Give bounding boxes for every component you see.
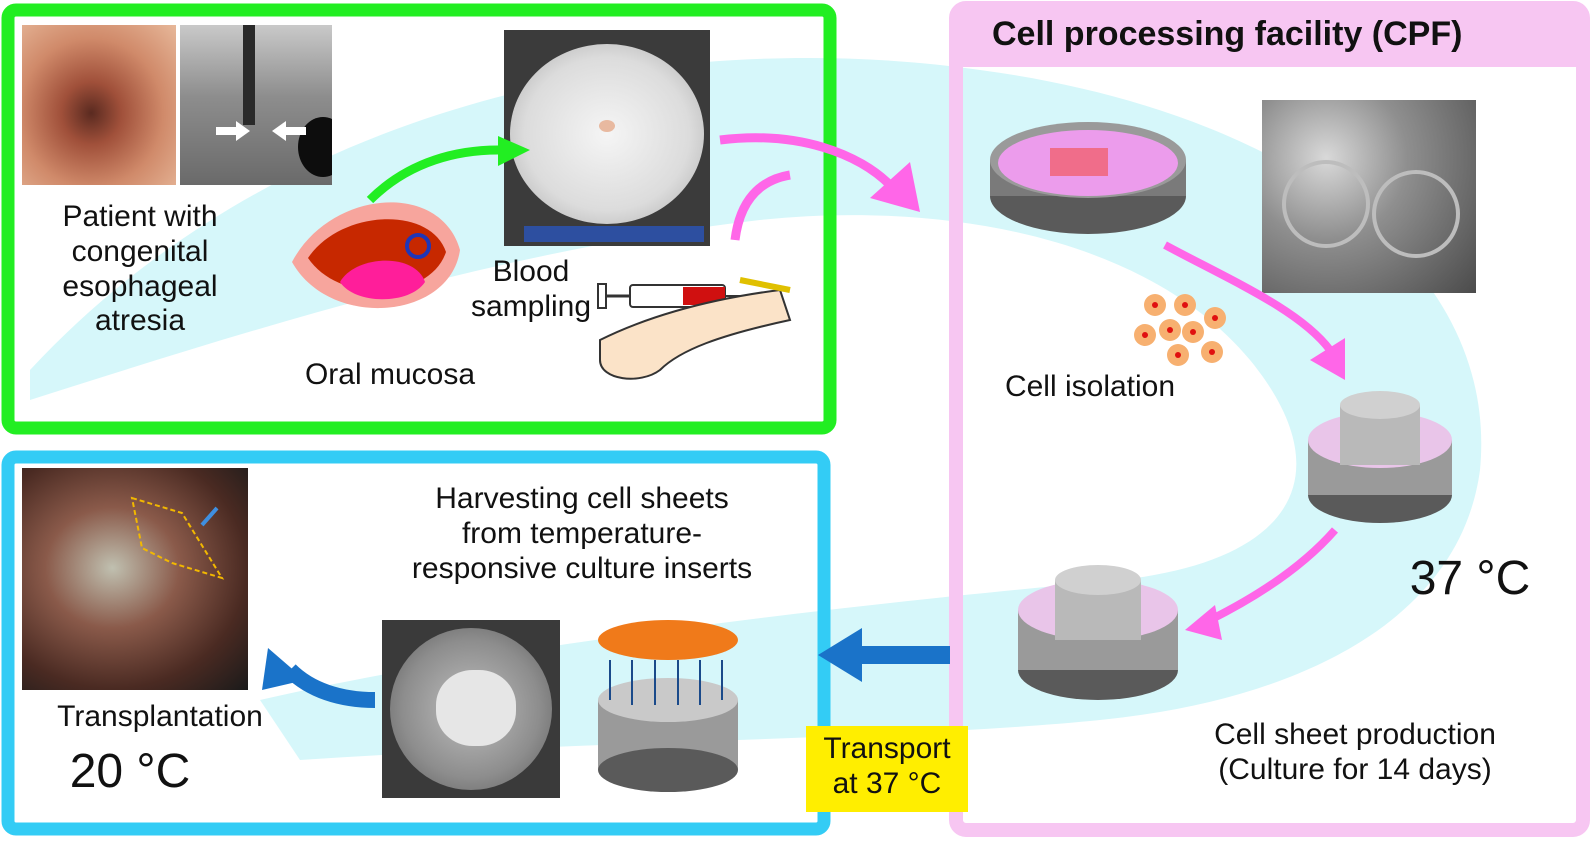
graft-outline xyxy=(130,496,225,580)
petri-dish xyxy=(510,44,704,224)
cpf-title-bar xyxy=(963,15,1576,67)
culture-dish-icon xyxy=(990,122,1186,234)
transplantation-label: Transplantation xyxy=(57,700,263,733)
harvested-sheet-photo xyxy=(382,620,560,798)
arrow-harvest-to-transplant xyxy=(284,664,376,708)
culture-insert-icon-1 xyxy=(1308,391,1452,523)
patient-label: Patient with congenital esophageal atres… xyxy=(40,200,240,339)
harvest-line-3: responsive culture inserts xyxy=(411,551,753,585)
transport-line-1: Transport xyxy=(823,732,951,765)
sheet-line-2: (Culture for 14 days) xyxy=(1218,752,1492,786)
cpf-temperature: 37 °C xyxy=(1409,552,1531,605)
transport-line-2: at 37 °C xyxy=(832,766,942,800)
cpf-panel-frame xyxy=(949,1,1590,837)
petri-dish-photo xyxy=(504,30,710,246)
harvest-insert-icon xyxy=(598,620,738,792)
endoscopy-transplant-photo xyxy=(22,468,248,690)
blood-sampling-icon xyxy=(597,277,792,380)
blood-line-2: sampling xyxy=(470,289,592,323)
arrow-pair-icon xyxy=(216,121,306,141)
cell-isolation-label: Cell isolation xyxy=(1004,370,1176,403)
patient-line-1: Patient with xyxy=(62,200,218,233)
culture-insert-icon-2 xyxy=(1018,565,1178,700)
arrow-insert-to-sheet xyxy=(1208,527,1339,624)
arrow-dish-to-cpf xyxy=(719,133,894,189)
arrow-isolation-to-insert xyxy=(1163,241,1334,353)
oral-mucosa-label: Oral mucosa xyxy=(304,358,476,391)
patient-line-3: esophageal xyxy=(62,269,218,303)
blood-sampling-label: Blood sampling xyxy=(456,255,606,325)
transplant-temperature: 20 °C xyxy=(69,745,191,798)
sheet-production-label: Cell sheet production (Culture for 14 da… xyxy=(1180,718,1530,788)
tissue-sample xyxy=(599,120,615,132)
endoscopy-photo xyxy=(22,25,176,185)
arrow-mouth-to-dish xyxy=(366,145,499,204)
flow-arrows xyxy=(262,133,1345,708)
mouth-icon xyxy=(292,202,460,309)
well-2 xyxy=(1372,170,1460,258)
sheet-line-1: Cell sheet production xyxy=(1214,718,1496,751)
patient-line-4: atresia xyxy=(94,304,186,338)
cpf-title: Cell processing facility (CPF) xyxy=(992,15,1463,53)
patient-panel-frame xyxy=(1,3,837,435)
ruler xyxy=(524,226,704,242)
harvest-label: Harvesting cell sheets from temperature-… xyxy=(372,482,792,586)
xray-tube xyxy=(243,25,255,125)
blood-line-1: Blood xyxy=(492,255,570,288)
patient-line-2: congenital xyxy=(71,234,209,268)
harvest-line-1: Harvesting cell sheets xyxy=(435,482,729,515)
transport-label: Transport at 37 °C xyxy=(806,726,968,812)
arrow-blood-to-cpf xyxy=(730,170,791,241)
culture-plate-photo xyxy=(1262,100,1476,293)
clinic-panel-frame xyxy=(1,450,831,836)
cell-sheet xyxy=(436,670,516,746)
well-1 xyxy=(1282,160,1370,248)
harvest-line-2: from temperature- xyxy=(461,516,703,550)
xray-photo xyxy=(180,25,332,185)
